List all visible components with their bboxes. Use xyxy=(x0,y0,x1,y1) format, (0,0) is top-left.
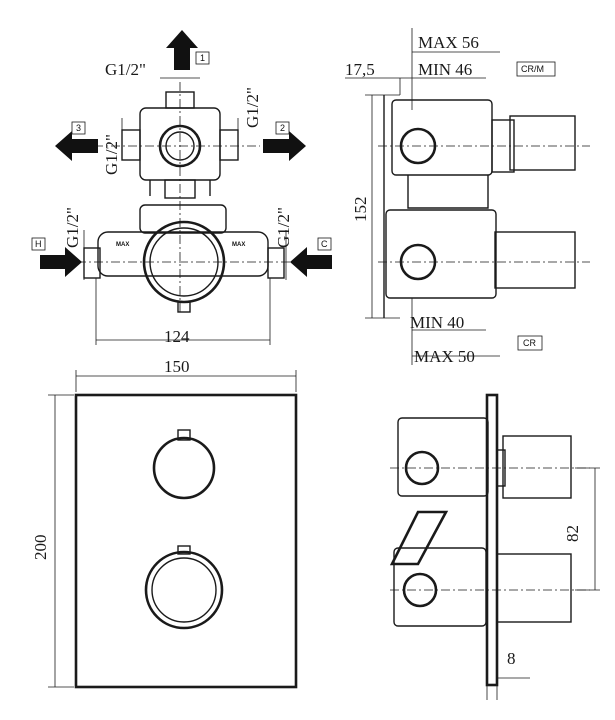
height-152-label: 152 xyxy=(351,197,370,223)
thread-right-upper-label: G1/2" xyxy=(243,87,262,128)
max-mark-left: MAX xyxy=(116,242,129,248)
thread-left-upper-label: G1/2" xyxy=(102,134,121,175)
port-1-label: 1 xyxy=(200,53,205,63)
arrow-left-icon xyxy=(55,131,98,161)
plate-8-label: 8 xyxy=(507,649,516,668)
thread-top-label: G1/2" xyxy=(105,60,146,79)
port-arrows xyxy=(40,30,332,277)
port-cold-label: C xyxy=(321,239,328,249)
arrow-right-in-icon xyxy=(40,247,82,277)
valve-side-view xyxy=(345,28,590,365)
side-view-labels: MAX 56 MIN 46 17,5 152 MIN 40 MAX 50 CR/… xyxy=(345,33,556,366)
port-2-label: 2 xyxy=(280,123,285,133)
port-3-label: 3 xyxy=(76,123,81,133)
thread-right-lower-label: G1/2" xyxy=(274,207,293,248)
arrow-up-icon xyxy=(166,30,198,70)
valve-front-view xyxy=(60,77,305,345)
max-56-label: MAX 56 xyxy=(418,33,479,52)
offset-17-5-label: 17,5 xyxy=(345,60,375,79)
port-hot-label: H xyxy=(35,239,42,249)
faceplate-front-view: 150 200 xyxy=(31,357,298,689)
width-124-label: 124 xyxy=(164,327,190,346)
height-200-label: 200 xyxy=(31,535,50,561)
thread-left-lower-label: G1/2" xyxy=(63,207,82,248)
spacing-82-label: 82 xyxy=(563,525,582,542)
max-50-label: MAX 50 xyxy=(414,347,475,366)
min-46-label: MIN 46 xyxy=(418,60,472,79)
max-mark-right: MAX xyxy=(232,242,245,248)
min-40-label: MIN 40 xyxy=(410,313,464,332)
assembly-side-view: 82 8 xyxy=(389,393,600,700)
crm-tag: CR/M xyxy=(521,64,544,74)
thread-labels: G1/2" G1/2" G1/2" G1/2" G1/2" 124 xyxy=(63,60,293,346)
arrow-right-icon xyxy=(263,131,306,161)
arrow-left-in-icon xyxy=(290,247,332,277)
port-tags: 1 2 3 H C MAX MAX xyxy=(31,51,332,251)
cr-tag: CR xyxy=(523,338,536,348)
width-150-label: 150 xyxy=(164,357,190,376)
